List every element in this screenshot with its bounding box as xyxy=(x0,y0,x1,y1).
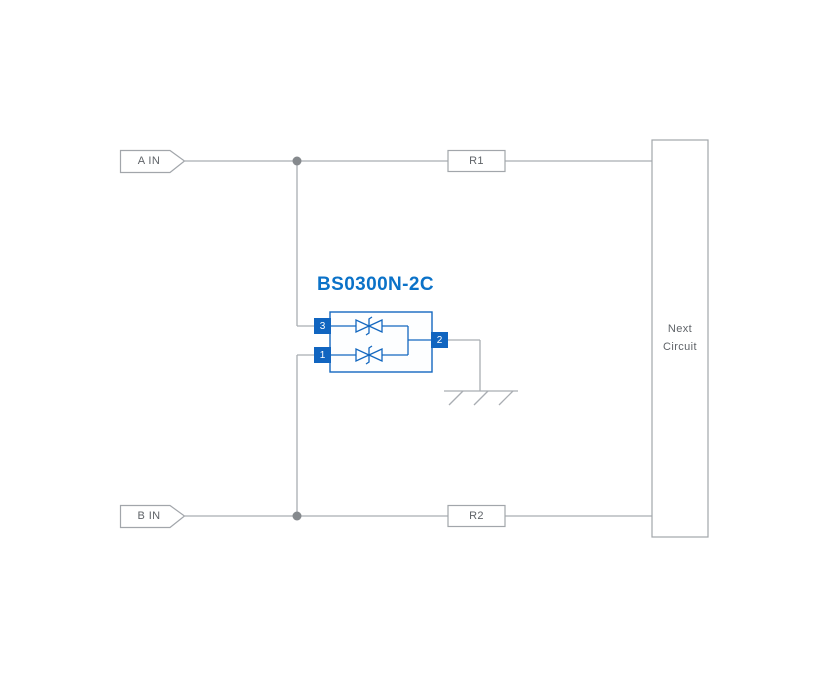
pin-3-number: 3 xyxy=(319,320,326,332)
input-flag-a-label: A IN xyxy=(137,155,161,167)
pin-2-pad xyxy=(431,332,448,348)
tvs-component-body xyxy=(329,311,433,373)
next-circuit-box xyxy=(651,139,709,538)
input-flag-a-shape xyxy=(119,149,186,174)
tvs-diode-channel-bottom xyxy=(331,345,408,365)
resistor-r2-shape xyxy=(447,504,506,528)
pin-2-number: 2 xyxy=(436,334,443,346)
resistor-r2-label: R2 xyxy=(469,509,484,522)
junction-dot-b xyxy=(292,511,302,521)
chassis-ground-icon xyxy=(444,390,518,406)
input-flag-b-shape xyxy=(119,504,186,529)
wire-b-to-pin1 xyxy=(296,354,314,516)
pin-1-number: 1 xyxy=(319,349,326,361)
pin-1-pad xyxy=(314,347,331,363)
resistor-r1-label: R1 xyxy=(469,154,484,167)
next-circuit-label: Next Circuit xyxy=(663,323,697,353)
wire-a-to-pin3 xyxy=(296,161,314,327)
component-title: BS0300N-2C xyxy=(317,274,434,295)
pin-3-pad xyxy=(314,318,331,334)
wire-pin2-to-ground xyxy=(448,339,481,391)
tvs-diode-channel-top xyxy=(331,316,408,336)
junction-dot-a xyxy=(292,156,302,166)
resistor-r1-shape xyxy=(447,149,506,173)
input-flag-b-label: B IN xyxy=(137,510,161,522)
tvs-common-bus xyxy=(407,326,431,355)
